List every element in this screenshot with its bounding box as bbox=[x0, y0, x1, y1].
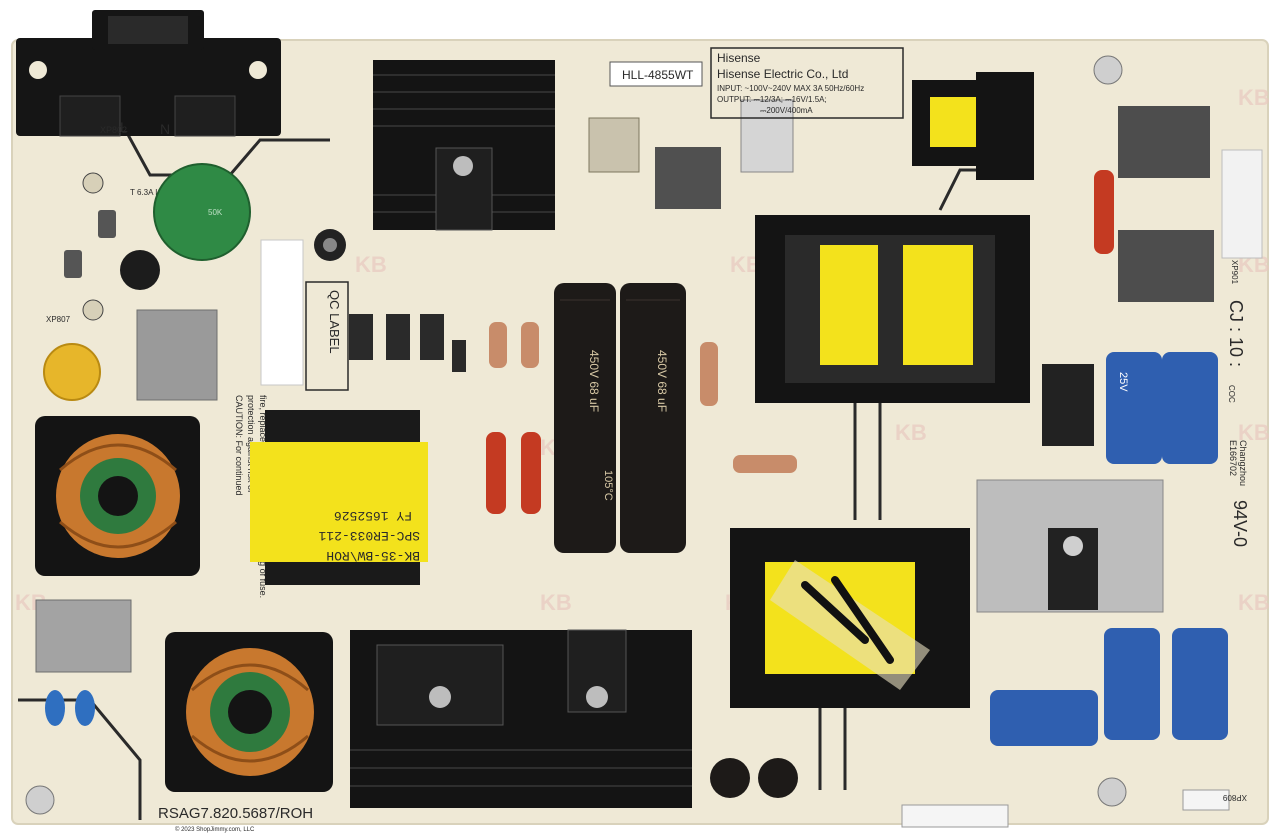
film-cap-c905 bbox=[1094, 170, 1114, 254]
cap-c861 bbox=[1104, 628, 1160, 740]
transformer-t902 bbox=[912, 72, 1034, 180]
connector-l-label: L bbox=[120, 119, 128, 135]
x-cap-c922 bbox=[1118, 106, 1210, 178]
silk-trace-5 bbox=[818, 700, 847, 790]
output-spec-1: OUTPUT: ⎓12/3A; ⎓16V/1.5A; bbox=[717, 95, 827, 104]
brand-name: Hisense bbox=[717, 51, 761, 65]
cap-c819 bbox=[758, 758, 798, 798]
model-number: HLL-4855WT bbox=[622, 68, 694, 82]
svg-text:BK-35-BW\ROH: BK-35-BW\ROH bbox=[326, 548, 420, 563]
mount-screw-s903 bbox=[25, 785, 55, 815]
cap-c803 bbox=[45, 690, 65, 726]
connector-xp809 bbox=[1182, 789, 1230, 811]
connector-n-label: N bbox=[160, 121, 170, 137]
choke-l802 bbox=[165, 632, 333, 792]
input-spec: INPUT: ~100V~240V MAX 3A 50Hz/60Hz bbox=[717, 84, 864, 93]
svg-text:KB: KB bbox=[1238, 590, 1270, 615]
xp901-label: XP901 bbox=[1230, 260, 1239, 285]
heatsink-bottom bbox=[350, 629, 692, 808]
svg-text:SPC-ER033-211: SPC-ER033-211 bbox=[318, 528, 420, 543]
film-cap-c871 bbox=[486, 432, 506, 514]
resistor-r820 bbox=[733, 455, 797, 473]
ul-code: E166702 bbox=[1228, 440, 1238, 476]
svg-text:KB: KB bbox=[1238, 85, 1270, 110]
qc-label: QC LABEL bbox=[327, 290, 342, 354]
svg-text:CAUTION: For continued: CAUTION: For continued bbox=[234, 395, 244, 496]
ic-q805 bbox=[740, 99, 794, 173]
fuse-area bbox=[64, 172, 160, 321]
coc-mark: COC bbox=[1227, 385, 1236, 403]
bulk-cap-c860 bbox=[554, 283, 616, 553]
blue-cap-voltage: 25V bbox=[1117, 372, 1129, 392]
qc-label-box: QC LABEL bbox=[305, 281, 349, 391]
svg-text:KB: KB bbox=[1238, 420, 1270, 445]
varistor-disc bbox=[153, 163, 251, 261]
heatsink-aluminium bbox=[976, 479, 1164, 613]
city-label: Changzhou bbox=[1238, 440, 1248, 486]
copyright-watermark: © 2023 ShopJimmy.com, LLC bbox=[175, 826, 255, 833]
xp807-label: XP807 bbox=[46, 315, 71, 324]
mosfet-q806 bbox=[588, 117, 640, 173]
diode-row bbox=[349, 314, 466, 372]
led-transformer bbox=[730, 528, 970, 708]
mount-screw-s902 bbox=[1097, 777, 1127, 807]
choke-l801 bbox=[35, 416, 200, 576]
heatsink-top bbox=[373, 60, 555, 231]
silk-trace-4 bbox=[853, 395, 882, 520]
company-name: Hisense Electric Co., Ltd bbox=[717, 67, 848, 81]
x-cap-c923 bbox=[1118, 230, 1214, 302]
resistor-r826 bbox=[521, 322, 539, 368]
svg-text:50K: 50K bbox=[208, 208, 223, 217]
bulk-cap-c865 bbox=[620, 283, 686, 553]
cap-c817 bbox=[710, 758, 750, 798]
x-cap-c813 bbox=[136, 309, 218, 401]
svg-text:KB: KB bbox=[355, 252, 387, 277]
cap-c862 bbox=[990, 690, 1098, 746]
cap-c853 bbox=[1106, 352, 1162, 464]
cert-mark: CJ : 10 : bbox=[1226, 300, 1246, 367]
fuse-rating: T 6.3A L 250V bbox=[130, 188, 181, 197]
film-cap-c870 bbox=[521, 432, 541, 514]
board-part-number: RSAG7.820.5687/ROH bbox=[158, 805, 313, 822]
yellow-safety-cap bbox=[43, 343, 101, 401]
cap-temp-label: 105°C bbox=[602, 470, 614, 501]
resistor-r818 bbox=[700, 342, 718, 406]
svg-text:FY 1652526: FY 1652526 bbox=[334, 508, 412, 523]
main-transformer-t901 bbox=[755, 215, 1030, 403]
mount-screw-s901 bbox=[1093, 55, 1123, 85]
xp809-label: XP809 bbox=[1222, 793, 1247, 802]
standby-transformer bbox=[250, 410, 428, 585]
cap-c804 bbox=[75, 690, 95, 726]
connector-xp806 bbox=[901, 804, 1009, 828]
svg-text:KB: KB bbox=[895, 420, 927, 445]
flammability-rating: 94V-0 bbox=[1230, 500, 1250, 547]
ac-input-connector bbox=[16, 10, 281, 137]
output-spec-2: ⎓200V/400mA bbox=[760, 106, 813, 115]
resistor-r828 bbox=[489, 322, 507, 368]
cap-rating-label-2: 450V 68 uF bbox=[655, 350, 669, 412]
cap-rating-label: 450V 68 uF bbox=[587, 350, 601, 412]
x-cap-c816 bbox=[35, 599, 132, 673]
svg-text:KB: KB bbox=[540, 590, 572, 615]
spec-box bbox=[710, 47, 904, 119]
connector-xp901 bbox=[1221, 149, 1263, 259]
qc-sticker-white bbox=[260, 239, 304, 386]
model-sticker bbox=[609, 61, 703, 87]
cap-c856 bbox=[1162, 352, 1218, 464]
transformer-label: FY 1652526 SPC-ER033-211 BK-35-BW\ROH bbox=[318, 508, 420, 563]
ic-c901 bbox=[655, 147, 721, 209]
mosfet-v0819 bbox=[1042, 364, 1094, 446]
cap-c855 bbox=[1172, 628, 1228, 740]
xp802-label: XP802 bbox=[100, 125, 127, 135]
